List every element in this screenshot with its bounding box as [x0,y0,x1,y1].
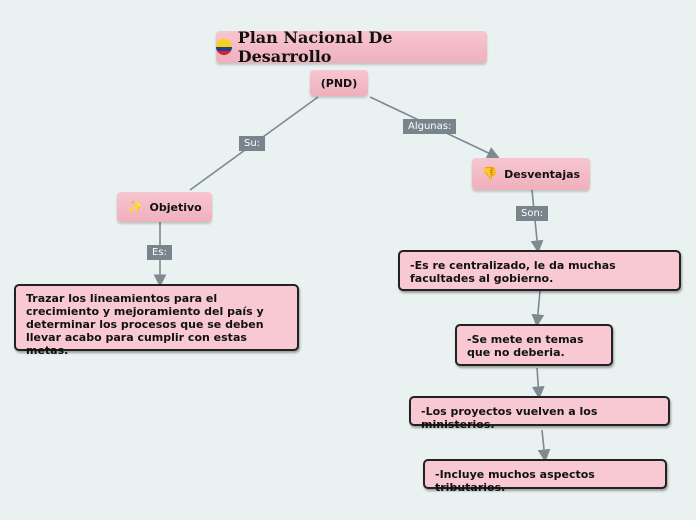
desventaja-item-1[interactable]: -Es re centralizado, le da muchas facult… [398,250,681,291]
root-title-label: Plan Nacional De Desarrollo [237,28,393,66]
son-connector-label: Son: [516,206,549,221]
desventaja-item-3[interactable]: -Los proyectos vuelven a los ministerios… [409,396,670,431]
pnd-label: (PND) [320,76,358,90]
objetivo-node[interactable]: ✨ Objetivo [117,192,212,222]
root-title-node[interactable]: Plan Nacional De Desarrollo [216,28,487,66]
desventajas-label: Desventajas [504,167,581,181]
es-connector-label: Es: [147,245,172,260]
desventaja-item-2[interactable]: -Se mete en temas que no deberia. [455,324,613,366]
algunas-connector-label: Algunas: [403,119,457,134]
objetivo-label: Objetivo [149,200,202,214]
desventaja-item-3-text: -Los proyectos vuelven a los ministerios… [421,405,598,431]
desventajas-node[interactable]: 👎 Desventajas [472,158,590,190]
desventaja-item-1-text: -Es re centralizado, le da muchas facult… [410,259,616,285]
thumbs-down-icon: 👎 [481,166,499,182]
desventaja-item-4-text: -Incluye muchos aspectos tributarios. [435,468,595,494]
colombia-flag-icon [216,39,232,55]
desventaja-item-2-text: -Se mete en temas que no deberia. [467,333,584,359]
objetivo-detail-node[interactable]: Trazar los lineamientos para el crecimie… [14,284,299,357]
objetivo-detail-text: Trazar los lineamientos para el crecimie… [26,292,264,357]
sparkles-icon: ✨ [127,199,144,215]
desventaja-item-4[interactable]: -Incluye muchos aspectos tributarios. [423,459,667,494]
su-connector-label: Su: [239,136,266,151]
pnd-node[interactable]: (PND) [310,70,368,96]
